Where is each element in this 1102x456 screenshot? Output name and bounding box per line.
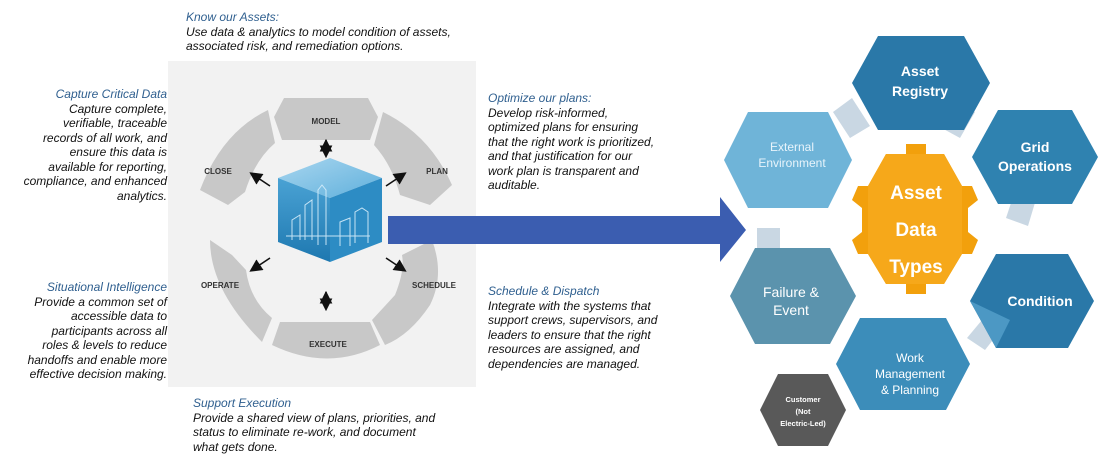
hex-customer xyxy=(760,374,846,446)
hex-asset-registry xyxy=(852,36,990,130)
capture-data-line-2: verifiable, traceable xyxy=(62,116,167,130)
hex-external-environment xyxy=(724,112,852,208)
know-assets-line-2: associated risk, and remediation options… xyxy=(186,39,404,53)
schedule-dispatch-title: Schedule & Dispatch xyxy=(488,284,600,298)
stage-plan-label: PLAN xyxy=(426,167,448,176)
schedule-dispatch-note: Schedule & Dispatch Integrate with the s… xyxy=(488,284,703,371)
arrow-to-operate xyxy=(249,257,271,272)
grid-operations-line-1: Grid xyxy=(1021,139,1050,155)
ring-segment-schedule xyxy=(372,240,439,345)
grid-operations-line-2: Operations xyxy=(998,158,1072,174)
schedule-line-5: dependencies are managed. xyxy=(488,356,641,371)
arrow-to-schedule xyxy=(385,257,407,272)
asset-types-cluster xyxy=(724,36,1098,446)
optimize-line-1: Develop risk-informed, xyxy=(488,105,609,120)
optimize-line-2: optimized plans for ensuring xyxy=(488,120,639,134)
condition-label: Condition xyxy=(1007,293,1072,309)
ring-segment-plan xyxy=(374,112,452,205)
optimize-plans-note: Optimize our plans: Develop risk-informe… xyxy=(488,91,698,193)
execution-line-3: what gets done. xyxy=(193,439,278,454)
failure-event-line-2: Event xyxy=(773,302,809,318)
capture-data-line-3: records of all work, and xyxy=(42,130,167,145)
asset-cube-image xyxy=(278,158,382,262)
support-execution-note: Support Execution Provide a shared view … xyxy=(193,396,493,454)
optimize-line-4: and that justification for our xyxy=(488,149,633,163)
capture-data-line-7: analytics. xyxy=(116,188,167,203)
execution-line-2: status to eliminate re-work, and documen… xyxy=(193,425,416,439)
asset-registry-line-2: Registry xyxy=(892,83,948,99)
asset-registry-line-1: Asset xyxy=(901,63,939,79)
ring-segment-execute xyxy=(272,322,380,359)
optimize-plans-title: Optimize our plans: xyxy=(488,91,592,105)
work-management-line-2: Management xyxy=(875,367,946,381)
capture-data-line-5: available for reporting, xyxy=(48,159,167,174)
schedule-line-3: leaders to ensure that the right xyxy=(488,327,651,342)
situational-line-1: Provide a common set of xyxy=(34,294,167,309)
hex-grid-operations xyxy=(972,110,1098,204)
optimize-line-3: that the right work is prioritized, xyxy=(488,134,655,149)
stage-model-label: MODEL xyxy=(312,117,341,126)
schedule-line-1: Integrate with the systems that xyxy=(488,298,651,313)
situational-line-4: roles & levels to reduce xyxy=(42,338,167,352)
capture-data-line-4: ensure this data is xyxy=(69,145,167,159)
hex-failure-event xyxy=(730,248,856,344)
customer-line-1: Customer xyxy=(785,395,820,404)
situational-line-5: handoffs and enable more xyxy=(27,352,167,367)
situational-note: Situational Intelligence Provide a commo… xyxy=(0,280,167,382)
stage-schedule-label: SCHEDULE xyxy=(412,281,457,290)
work-management-line-3: & Planning xyxy=(881,383,939,397)
arrow-to-plan xyxy=(385,172,407,187)
optimize-line-5: work plan is transparent and xyxy=(488,163,639,178)
center-title-line-3: Types xyxy=(889,257,943,278)
stage-execute-label: EXECUTE xyxy=(309,340,347,349)
situational-line-6: effective decision making. xyxy=(29,367,167,381)
work-management-line-1: Work xyxy=(896,351,925,365)
capture-data-title: Capture Critical Data xyxy=(55,87,167,101)
ring-segment-close xyxy=(200,110,275,205)
customer-line-2: (Not xyxy=(796,407,811,416)
ring-segment-model xyxy=(274,98,378,140)
support-execution-title: Support Execution xyxy=(193,396,292,410)
situational-line-2: accessible data to xyxy=(70,309,167,323)
situational-title: Situational Intelligence xyxy=(46,280,167,294)
failure-event-line-1: Failure & xyxy=(763,284,820,300)
capture-data-line-6: compliance, and enhanced xyxy=(23,174,167,188)
customer-line-3: Electric-Led) xyxy=(780,419,826,428)
center-title-line-1: Asset xyxy=(890,183,942,204)
capture-data-note: Capture Critical Data Capture complete, … xyxy=(0,87,167,203)
know-assets-title: Know our Assets: xyxy=(186,10,279,24)
ring-segment-operate xyxy=(210,240,272,342)
situational-line-3: participants across all xyxy=(51,323,167,338)
hex-work-management xyxy=(836,318,970,410)
schedule-line-2: support crews, supervisors, and xyxy=(488,313,658,327)
stage-close-label: CLOSE xyxy=(204,167,232,176)
center-title-line-2: Data xyxy=(895,220,937,241)
big-right-arrow xyxy=(388,197,746,262)
know-assets-note: Know our Assets: Use data & analytics to… xyxy=(186,10,516,54)
cycle-ring xyxy=(200,98,452,359)
stage-operate-label: OPERATE xyxy=(201,281,240,290)
external-environment-line-2: Environment xyxy=(758,156,826,170)
capture-data-line-1: Capture complete, xyxy=(68,101,167,116)
schedule-line-4: resources are assigned, and xyxy=(488,342,640,356)
know-assets-line-1: Use data & analytics to model condition … xyxy=(186,24,451,39)
arrow-to-close xyxy=(249,172,271,187)
optimize-line-6: auditable. xyxy=(488,178,541,192)
external-environment-line-1: External xyxy=(770,140,814,154)
execution-line-1: Provide a shared view of plans, prioriti… xyxy=(193,410,436,425)
